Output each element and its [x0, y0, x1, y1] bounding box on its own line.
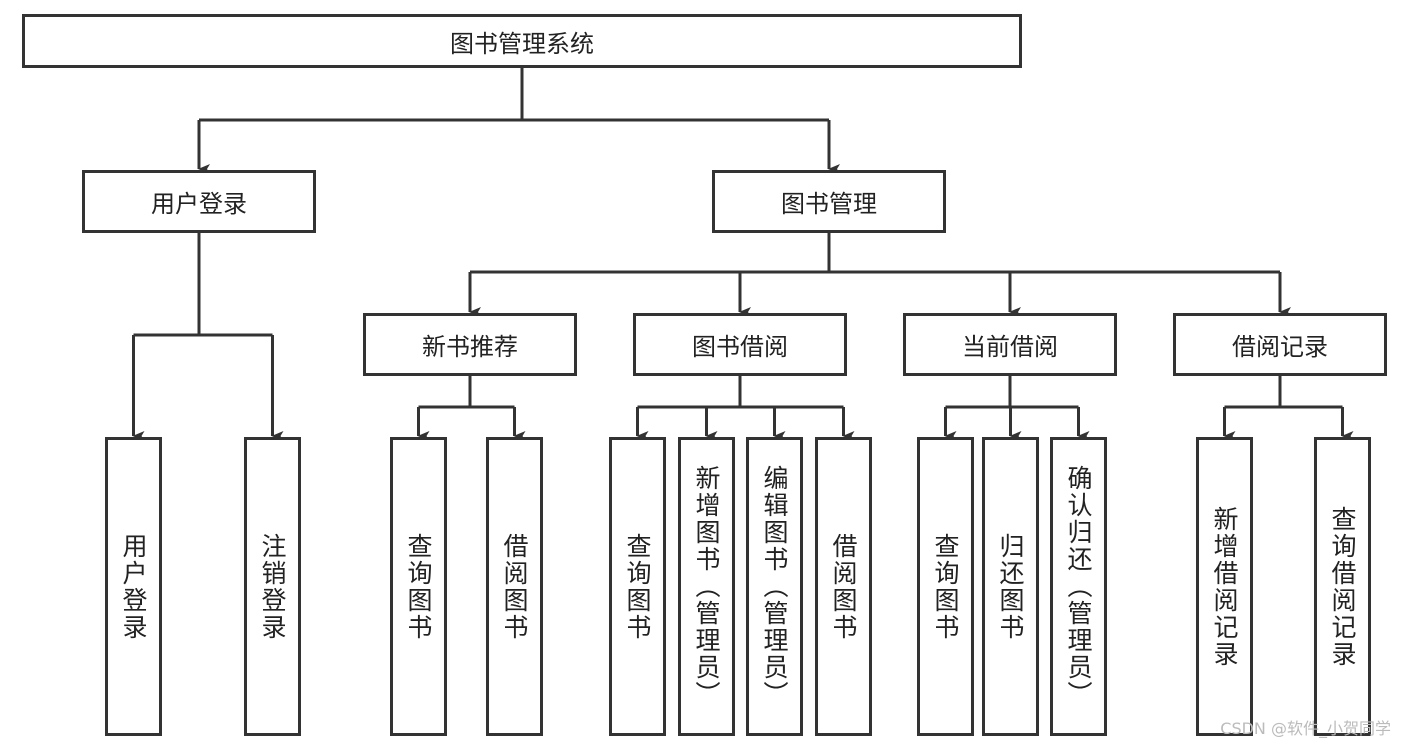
leaf-node: 新增图书（管理员）: [678, 437, 735, 736]
leaf-node: 注销登录: [244, 437, 301, 736]
node-label: 用户登录: [119, 532, 148, 641]
node-label: 注销登录: [258, 532, 287, 641]
node-label: 编辑图书（管理员）: [760, 465, 789, 708]
level3-node: 借阅记录: [1173, 313, 1387, 376]
node-label: 新增借阅记录: [1210, 505, 1239, 668]
leaf-node: 确认归还（管理员）: [1050, 437, 1107, 736]
level2-node: 用户登录: [82, 170, 316, 233]
leaf-node: 编辑图书（管理员）: [746, 437, 803, 736]
leaf-node: 借阅图书: [486, 437, 543, 736]
node-label: 图书管理系统: [450, 29, 594, 58]
node-label: 新书推荐: [422, 333, 518, 361]
node-label: 图书管理: [781, 190, 877, 218]
level2-node: 图书管理: [712, 170, 946, 233]
node-label: 用户登录: [151, 190, 247, 218]
node-label: 查询借阅记录: [1328, 505, 1357, 668]
level3-node: 新书推荐: [363, 313, 577, 376]
node-label: 借阅图书: [829, 532, 858, 641]
node-label: 确认归还（管理员）: [1064, 465, 1093, 708]
leaf-node: 查询图书: [917, 437, 974, 736]
leaf-node: 新增借阅记录: [1196, 437, 1253, 736]
node-label: 借阅记录: [1232, 333, 1328, 361]
leaf-node: 查询图书: [390, 437, 447, 736]
node-label: 查询图书: [404, 532, 433, 641]
leaf-node: 借阅图书: [815, 437, 872, 736]
root-node: 图书管理系统: [22, 14, 1022, 68]
node-label: 图书借阅: [692, 333, 788, 361]
leaf-node: 用户登录: [105, 437, 162, 736]
node-label: 查询图书: [931, 532, 960, 641]
leaf-node: 归还图书: [982, 437, 1039, 736]
node-label: 借阅图书: [500, 532, 529, 641]
level3-node: 当前借阅: [903, 313, 1117, 376]
node-label: 查询图书: [623, 532, 652, 641]
node-label: 当前借阅: [962, 333, 1058, 361]
node-label: 归还图书: [996, 532, 1025, 641]
leaf-node: 查询借阅记录: [1314, 437, 1371, 736]
watermark: CSDN @软件_小贺同学: [1220, 719, 1391, 738]
leaf-node: 查询图书: [609, 437, 666, 736]
level3-node: 图书借阅: [633, 313, 847, 376]
node-label: 新增图书（管理员）: [692, 465, 721, 708]
